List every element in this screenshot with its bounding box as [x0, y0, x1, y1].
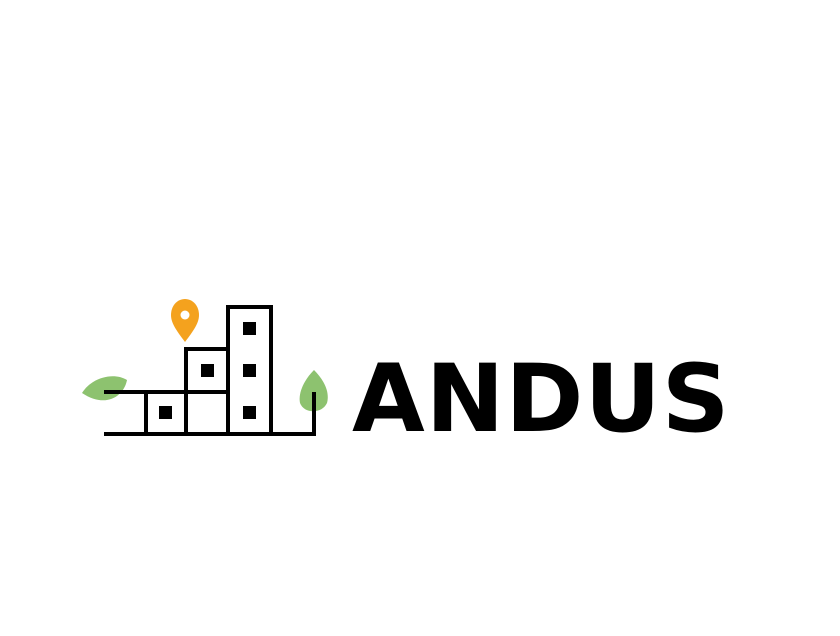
leaf-icon	[299, 370, 328, 412]
building-windows	[159, 322, 256, 419]
leaf-icon	[82, 376, 127, 401]
buildings-icon	[104, 305, 316, 436]
brand-wordmark: ANDUS	[352, 345, 731, 454]
map-pin-icon	[171, 299, 199, 342]
